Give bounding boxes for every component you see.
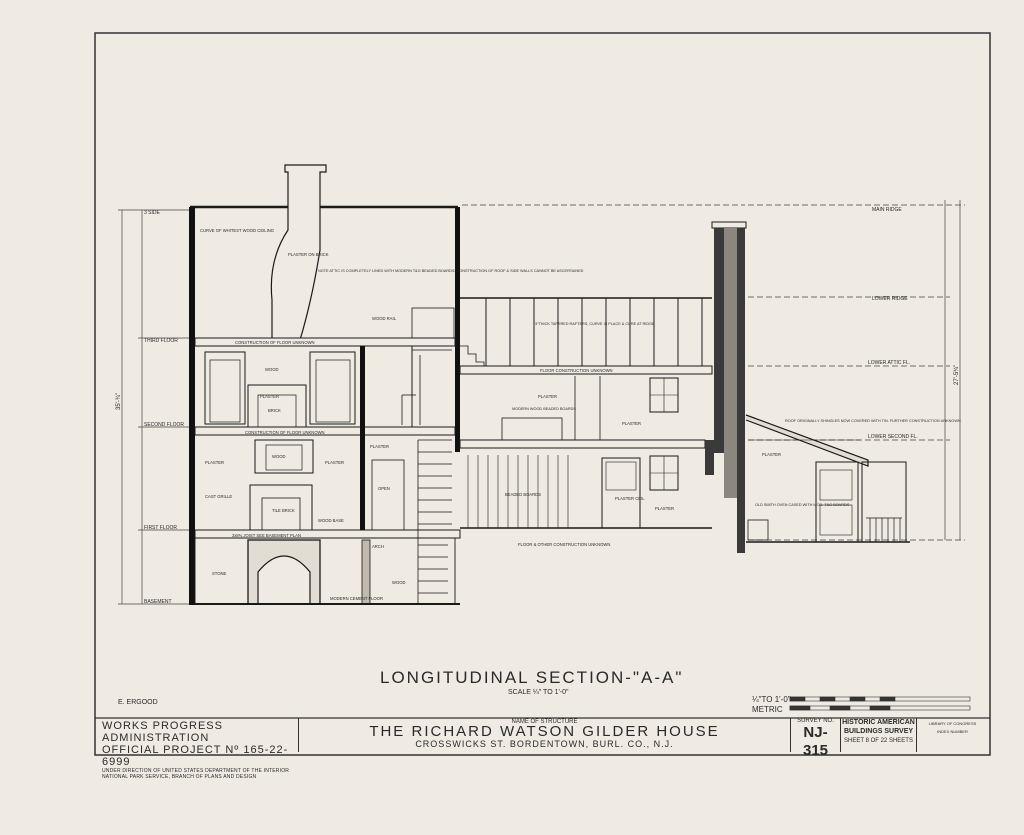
- note-plaster-rear: PLASTER: [762, 452, 781, 457]
- level-label-third-floor: THIRD FLOOR: [144, 338, 178, 344]
- left-dimensions: [118, 209, 190, 605]
- note-attic: NOTE ATTIC IS COMPLETELY LINED WITH MODE…: [318, 269, 584, 273]
- note-wood-base: WOOD BASE: [318, 518, 344, 523]
- draftsman-name: E. ERGOOD: [118, 699, 158, 706]
- note-construction-floor-2: CONSTRUCTION OF FLOOR UNKNOWN: [245, 430, 325, 435]
- note-open: OPEN: [378, 486, 390, 491]
- note-wood-base2: WOOD: [392, 580, 406, 585]
- program-line-2: BUILDINGS SURVEY: [843, 728, 914, 735]
- note-plaster-l1: PLASTER: [205, 460, 224, 465]
- level-label-second-floor: SECOND FLOOR: [144, 422, 184, 428]
- survey-number: NJ-315: [802, 724, 829, 759]
- note-beaded-boards: BEADED BOARDS: [505, 492, 541, 497]
- note-cast-grille: CAST GRILLE: [205, 494, 232, 499]
- titleblock-survey: SURVEY NO. NJ-315: [790, 718, 840, 759]
- rear-wing: [745, 414, 910, 543]
- titleblock-library: LIBRARY OF CONGRESS INDEX NUMBER: [916, 718, 988, 752]
- level-label-main-ridge: MAIN RIDGE: [872, 207, 902, 213]
- agency-line-3: UNDER DIRECTION OF UNITED STATES DEPARTM…: [102, 768, 290, 774]
- drawing-title: LONGITUDINAL SECTION-"A-A": [380, 668, 684, 687]
- note-modern-cement: MODERN CEMENT FLOOR: [330, 596, 383, 601]
- level-label-lower-attic: LOWER ATTIC FL.: [868, 360, 910, 366]
- note-plaster-mid2: PLASTER: [622, 421, 641, 426]
- note-old-sash: OLD SMITH OVEN CASED WITH MOD. T&G BOARD…: [755, 503, 850, 507]
- library-line-2: INDEX NUMBER: [937, 729, 968, 734]
- level-label-lower-ridge: LOWER RIDGE: [872, 296, 908, 302]
- note-wood-upper: WOOD: [265, 367, 279, 372]
- agency-line-4: NATIONAL PARK SERVICE, BRANCH OF PLANS A…: [102, 774, 257, 780]
- note-floor-other: FLOOR & OTHER CONSTRUCTION UNKNOWN: [518, 542, 610, 547]
- agency-line-2: OFFICIAL PROJECT Nº 165-22-6999: [102, 744, 289, 768]
- note-stone: STONE: [212, 571, 227, 576]
- note-rafters: 3"THICK TAPERED RAFTERS, CURVE IS PLACE …: [535, 322, 655, 326]
- rear-chimney: [705, 221, 747, 553]
- note-wood-rail: WOOD RAIL: [372, 316, 397, 321]
- note-construction-floor: CONSTRUCTION OF FLOOR UNKNOWN: [235, 340, 315, 345]
- level-label-first-floor: FIRST FLOOR: [144, 525, 177, 531]
- note-plaster-lower: PLASTER: [655, 506, 674, 511]
- note-wood-l1: WOOD: [272, 454, 286, 459]
- note-plaster-mid: PLASTER: [538, 394, 557, 399]
- level-label-basement: BASEMENT: [144, 599, 172, 605]
- note-plaster-brick: PLASTER ON BRICK: [288, 252, 329, 257]
- middle-wing: [459, 297, 713, 529]
- titleblock-program: HISTORIC AMERICAN BUILDINGS SURVEY SHEET…: [840, 718, 916, 752]
- graphic-scale-feet: ¼"TO 1'-0": [752, 695, 791, 704]
- note-arch: ARCH: [372, 544, 384, 549]
- note-modern-beaded: MODERN WOOD BEADED BOARDS: [512, 407, 576, 411]
- note-brick-upper: BRICK: [268, 408, 281, 413]
- graphic-scale-labels: ¼"TO 1'-0" METRIC: [752, 695, 791, 715]
- drawing-scale: SCALE ¼" TO 1'-0": [508, 689, 569, 696]
- titleblock-agency: WORKS PROGRESS ADMINISTRATION OFFICIAL P…: [98, 718, 298, 780]
- note-tile-brick: TILE BRICK: [272, 508, 295, 513]
- library-line-1: LIBRARY OF CONGRESS: [928, 721, 977, 726]
- level-label-ridge: 3 SIDE: [144, 210, 161, 216]
- main-house: [189, 164, 461, 605]
- rear-overall-dimension: 27'-5¾": [954, 365, 960, 385]
- graphic-scale-metric: METRIC: [752, 705, 783, 714]
- note-joist: 3x8¾ JOIST SEE BASEMENT PLAN: [232, 533, 301, 538]
- note-plaster-ceil: PLASTER CEIL: [615, 496, 645, 501]
- survey-caption: SURVEY NO.: [797, 718, 834, 724]
- note-roof-shingles: ROOF ORIGINALLY SHINGLES NOW COVERED WIT…: [785, 419, 961, 423]
- drawing-notes: CURVE OF WHITEST WOOD CEILING PLASTER ON…: [116, 228, 961, 601]
- structure-caption: NAME OF STRUCTURE: [511, 719, 578, 725]
- level-labels: 3 SIDE THIRD FLOOR SECOND FLOOR FIRST FL…: [144, 207, 918, 605]
- sheet-number: SHEET 8 OF 22 SHEETS: [844, 738, 913, 744]
- note-curved-ceiling: CURVE OF WHITEST WOOD CEILING: [200, 228, 274, 233]
- graphic-scale-bar: [789, 696, 971, 711]
- note-plaster-l1b: PLASTER: [325, 460, 344, 465]
- structure-name: THE RICHARD WATSON GILDER HOUSE: [369, 723, 720, 740]
- level-label-lower-second: LOWER SECOND FL.: [868, 434, 918, 440]
- structure-location: CROSSWICKS ST. BORDENTOWN, BURL. CO., N.…: [415, 739, 674, 749]
- agency-line-1: WORKS PROGRESS ADMINISTRATION: [102, 720, 223, 744]
- note-plaster-upper: PLASTER: [260, 394, 279, 399]
- program-line-1: HISTORIC AMERICAN: [842, 719, 915, 726]
- titleblock-structure: NAME OF STRUCTURE THE RICHARD WATSON GIL…: [298, 718, 790, 752]
- note-floor-construction-unknown: FLOOR CONSTRUCTION UNKNOWN: [540, 368, 613, 373]
- outer-border: [94, 32, 991, 756]
- note-plaster-hall: PLASTER: [370, 444, 389, 449]
- overall-height-dimension: 35'-¾": [116, 393, 122, 410]
